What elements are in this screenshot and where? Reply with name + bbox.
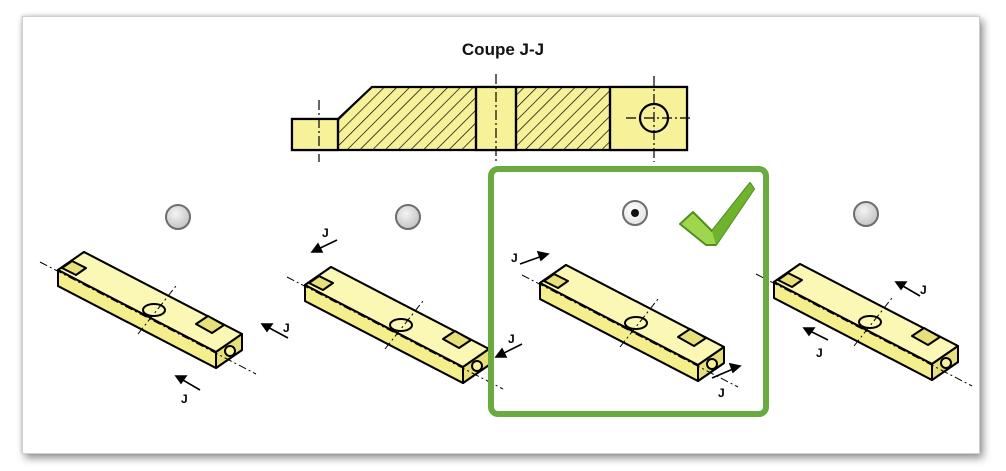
cut-label: J	[718, 386, 725, 400]
correct-answer-highlight	[488, 166, 769, 417]
option-4-radio[interactable]	[853, 201, 879, 227]
cut-label: J	[283, 321, 290, 335]
cut-label: J	[322, 226, 329, 240]
part-option-4	[755, 263, 973, 387]
cut-label: J	[181, 392, 188, 406]
part-option-2	[286, 266, 504, 390]
cut-label: J	[816, 346, 823, 360]
section-title: Coupe J-J	[461, 40, 545, 59]
cut-arrows	[174, 239, 921, 391]
checkmark-icon	[679, 182, 755, 246]
section-view	[290, 74, 690, 163]
radio-selected-dot	[631, 209, 639, 217]
option-3-radio[interactable]	[622, 200, 648, 226]
cut-label: J	[920, 283, 927, 297]
option-1-radio[interactable]	[165, 204, 191, 230]
cut-label: J	[508, 332, 515, 346]
part-option-1	[39, 251, 257, 375]
cut-label: J	[511, 251, 518, 265]
option-2-radio[interactable]	[395, 204, 421, 230]
